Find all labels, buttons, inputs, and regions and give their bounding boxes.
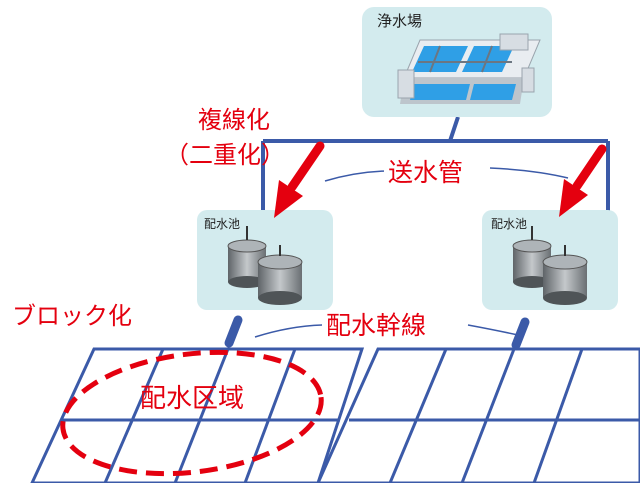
distribution-block-left — [30, 347, 365, 483]
distribution-connectors — [224, 315, 530, 350]
tank-illustration — [227, 226, 303, 305]
reservoir-left — [197, 210, 333, 310]
duplication-sublabel: （二重化） — [165, 141, 285, 169]
distribution-area-label: 配水区域 — [140, 384, 245, 414]
distribution-main-label: 配水幹線 — [322, 311, 431, 340]
reservoir-right — [482, 210, 618, 310]
plant-illustration — [397, 33, 541, 104]
distribution-block-right — [316, 347, 640, 483]
transmission-pipes — [261, 116, 610, 214]
purification-plant — [362, 7, 552, 117]
reservoir-left-label: 配水池 — [204, 217, 241, 231]
reservoir-right-label: 配水池 — [491, 217, 528, 231]
block-division-label: ブロック化 — [12, 302, 132, 330]
callout-leaders — [254, 167, 569, 338]
duplication-label: 複線化 — [198, 106, 270, 134]
distribution-area-outline — [60, 349, 324, 477]
tank-illustration — [512, 226, 588, 305]
duplication-arrows — [274, 141, 607, 218]
purification-plant-label: 浄水場 — [377, 12, 423, 30]
transmission-pipe-label: 送水管 — [384, 158, 468, 187]
